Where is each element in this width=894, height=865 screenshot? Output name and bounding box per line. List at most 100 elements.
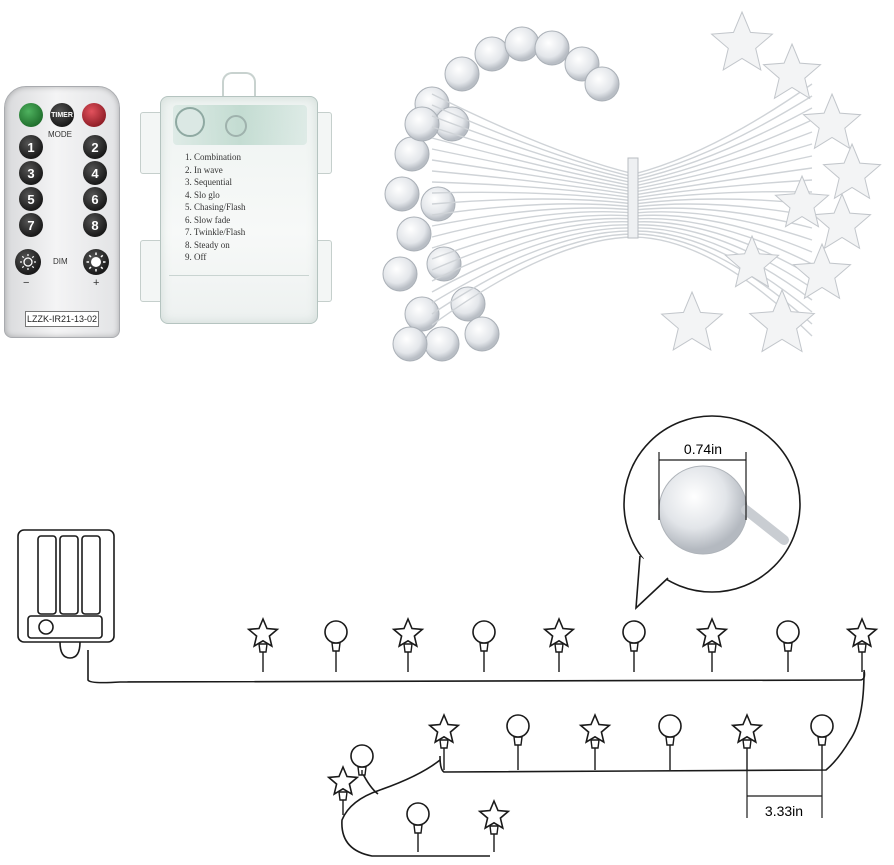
- globe-bulb-icon: [506, 714, 530, 738]
- mode-item: 4. Slo glo: [185, 189, 220, 200]
- globe-bulb: [474, 36, 510, 72]
- number-button-7[interactable]: 7: [19, 213, 43, 237]
- string-lights-bundle: [382, 10, 882, 362]
- plus-label: +: [93, 277, 100, 289]
- star-light: [748, 288, 816, 353]
- star-bulb-icon: [246, 616, 280, 648]
- mode-item: 3. Sequential: [185, 177, 232, 187]
- bulb-diameter-label: 0.74in: [684, 441, 722, 457]
- number-button-3[interactable]: 3: [19, 161, 43, 185]
- bulb-socket: [413, 824, 423, 852]
- bulb-socket: [707, 643, 717, 672]
- number-button-2[interactable]: 2: [83, 135, 107, 159]
- star-bulb-icon: [578, 712, 612, 744]
- bulb-socket: [357, 766, 367, 776]
- twist-tie: [627, 157, 639, 239]
- globe-bulb: [444, 56, 480, 92]
- star-light: [774, 174, 830, 228]
- star-light: [724, 234, 780, 288]
- bulb-socket: [258, 643, 268, 672]
- globe-bulb: [534, 30, 570, 66]
- bulb-socket: [331, 642, 341, 672]
- bulb-size-callout: [623, 415, 801, 610]
- globe-bulb: [394, 136, 430, 172]
- wire: [87, 650, 866, 857]
- star-bulb-icon: [427, 712, 461, 744]
- globe-bulb: [426, 246, 462, 282]
- bulb-socket: [590, 739, 600, 770]
- globe-bulb: [392, 326, 428, 362]
- bulb-socket: [629, 642, 639, 672]
- wire-bundle: [431, 83, 813, 337]
- number-button-4[interactable]: 4: [83, 161, 107, 185]
- dim-label: DIM: [53, 257, 68, 266]
- star-bulb-icon: [542, 616, 576, 648]
- bulb-socket: [513, 736, 523, 770]
- star-lights: [660, 10, 882, 353]
- globe-bulb: [404, 106, 440, 142]
- spacing-label: 3.33in: [765, 803, 803, 819]
- star-bulb-icon: [695, 616, 729, 648]
- mode-item: 1. Combination: [185, 152, 241, 162]
- star-bulb-icon: [845, 616, 879, 648]
- mode-item: 6. Slow fade: [185, 214, 231, 225]
- battery-compartment: [169, 275, 309, 316]
- sun-bright-icon: [86, 252, 106, 272]
- star-bulb-icon: [730, 712, 764, 744]
- timer-label: TIMER: [51, 111, 73, 119]
- sun-small-icon: [20, 254, 36, 270]
- wire-strand: [431, 179, 813, 199]
- mode-label: MODE: [48, 130, 72, 139]
- star-bulb-icon: [326, 764, 360, 796]
- bulb-socket: [857, 643, 867, 672]
- globe-bulb: [404, 296, 440, 332]
- bulb-socket: [479, 642, 489, 672]
- wire-strand: [431, 167, 813, 196]
- number-button-5[interactable]: 5: [19, 187, 43, 211]
- mode-item: 5. Chasing/Flash: [185, 202, 246, 212]
- mode-item: 2. In wave: [185, 164, 223, 175]
- power-on-button[interactable]: [19, 103, 43, 127]
- dim-down-button[interactable]: [15, 249, 41, 275]
- wire-strand: [431, 143, 813, 190]
- timer-button[interactable]: TIMER: [50, 103, 74, 127]
- globe-bulb-icon: [658, 714, 682, 738]
- globe-bulb: [396, 216, 432, 252]
- globe-bulb: [382, 256, 418, 292]
- dim-up-button[interactable]: [83, 249, 109, 275]
- star-bulb-icon: [391, 616, 425, 648]
- bulb-socket: [665, 736, 675, 770]
- minus-label: −: [23, 277, 30, 289]
- star-light: [660, 290, 724, 351]
- globe-bulb-icon: [472, 620, 496, 644]
- mode-item: 9. Off: [185, 252, 207, 262]
- bulb-socket: [403, 643, 413, 672]
- globe-bulb: [584, 66, 620, 102]
- bulb-socket: [817, 736, 827, 770]
- globe-bulb-icon: [406, 802, 430, 826]
- bulb-socket: [439, 739, 449, 770]
- star-light: [792, 242, 852, 300]
- bulb-socket: [489, 825, 499, 852]
- globe-bulb: [504, 26, 540, 62]
- number-button-1[interactable]: 1: [19, 135, 43, 159]
- globe-bulb: [424, 326, 460, 362]
- mode-list: 1. Combination 2. In wave 3. Sequential 4. …: [185, 151, 246, 264]
- spacing-dimension: [746, 770, 823, 818]
- globe-bulb-icon: [622, 620, 646, 644]
- number-button-8[interactable]: 8: [83, 213, 107, 237]
- bulb-socket: [338, 791, 348, 815]
- battery-box-outline: [17, 529, 115, 659]
- mode-item: 8. Steady on: [185, 239, 230, 250]
- mode-item: 7. Twinkle/Flash: [185, 227, 246, 237]
- globe-bulb: [464, 316, 500, 352]
- bulb-socket: [742, 739, 752, 770]
- star-light: [822, 142, 882, 200]
- power-off-button[interactable]: [82, 103, 106, 127]
- star-light: [812, 192, 872, 250]
- power-switch[interactable]: [175, 107, 205, 137]
- number-button-6[interactable]: 6: [83, 187, 107, 211]
- wiring-diagram: 0.74in 3.33in: [17, 415, 879, 857]
- globe-bulb-icon: [776, 620, 800, 644]
